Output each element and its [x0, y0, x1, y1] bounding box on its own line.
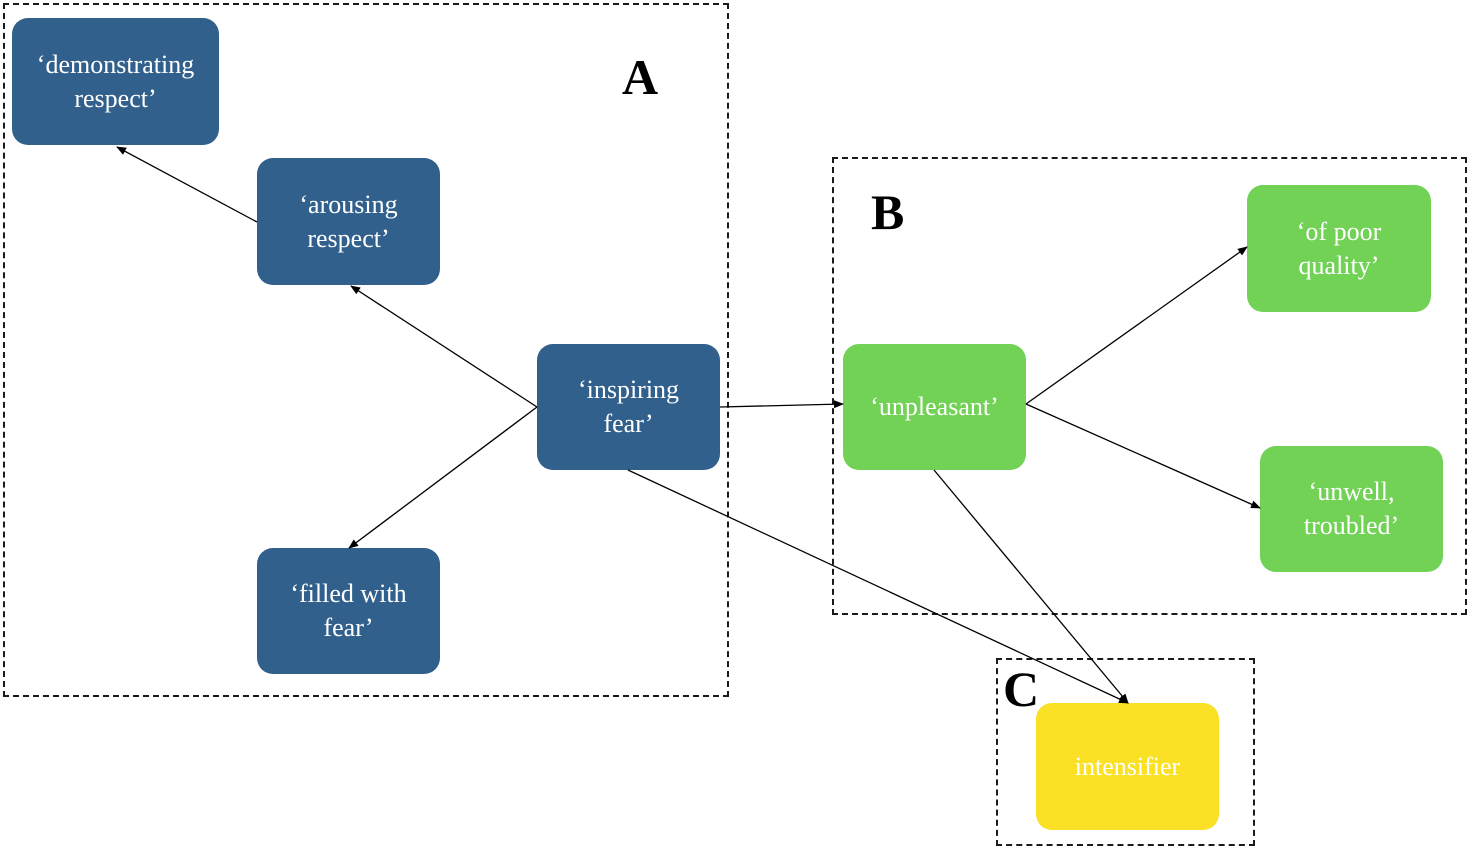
node-label: ‘filled with fear’ [290, 579, 407, 642]
node-unwell-troubled: ‘unwell, troubled’ [1260, 446, 1443, 572]
node-inspiring-fear: ‘inspiring fear’ [537, 344, 720, 470]
edge-unpleasant-to-intensifier [933, 469, 1129, 704]
group-c-label: C [1003, 661, 1040, 717]
node-label: intensifier [1074, 751, 1181, 781]
group-b-box [832, 157, 1467, 615]
edge-arousing-to-demonstrating [116, 146, 258, 223]
node-label: ‘unpleasant’ [870, 392, 999, 421]
node-label: ‘arousing respect’ [299, 189, 398, 253]
node-label: ‘of poor quality’ [1296, 216, 1382, 280]
node-demonstrating-respect: ‘demonstrating respect’ [12, 18, 219, 145]
edge-inspiring-to-arousing [350, 285, 538, 408]
group-a-box [3, 3, 729, 697]
node-unpleasant: ‘unpleasant’ [843, 344, 1026, 470]
edge-unpleasant-to-unwell [1025, 403, 1261, 509]
group-c-box [996, 658, 1255, 846]
group-b-label: B [871, 184, 905, 240]
group-a-label: A [622, 49, 659, 105]
edge-inspiring-to-unpleasant [719, 400, 844, 409]
edge-inspiring-to-filled [348, 406, 538, 549]
node-of-poor-quality: ‘of poor quality’ [1247, 185, 1431, 312]
node-arousing-respect: ‘arousing respect’ [257, 158, 440, 285]
node-label: ‘unwell, troubled’ [1303, 477, 1400, 540]
node-label: ‘inspiring fear’ [577, 375, 680, 438]
node-intensifier: intensifier [1036, 703, 1219, 830]
node-filled-with-fear: ‘filled with fear’ [257, 548, 440, 674]
edge-inspiring-to-intensifier [627, 469, 1129, 704]
edge-unpleasant-to-poor-quality [1025, 246, 1248, 405]
node-label: ‘demonstrating respect’ [36, 49, 195, 113]
